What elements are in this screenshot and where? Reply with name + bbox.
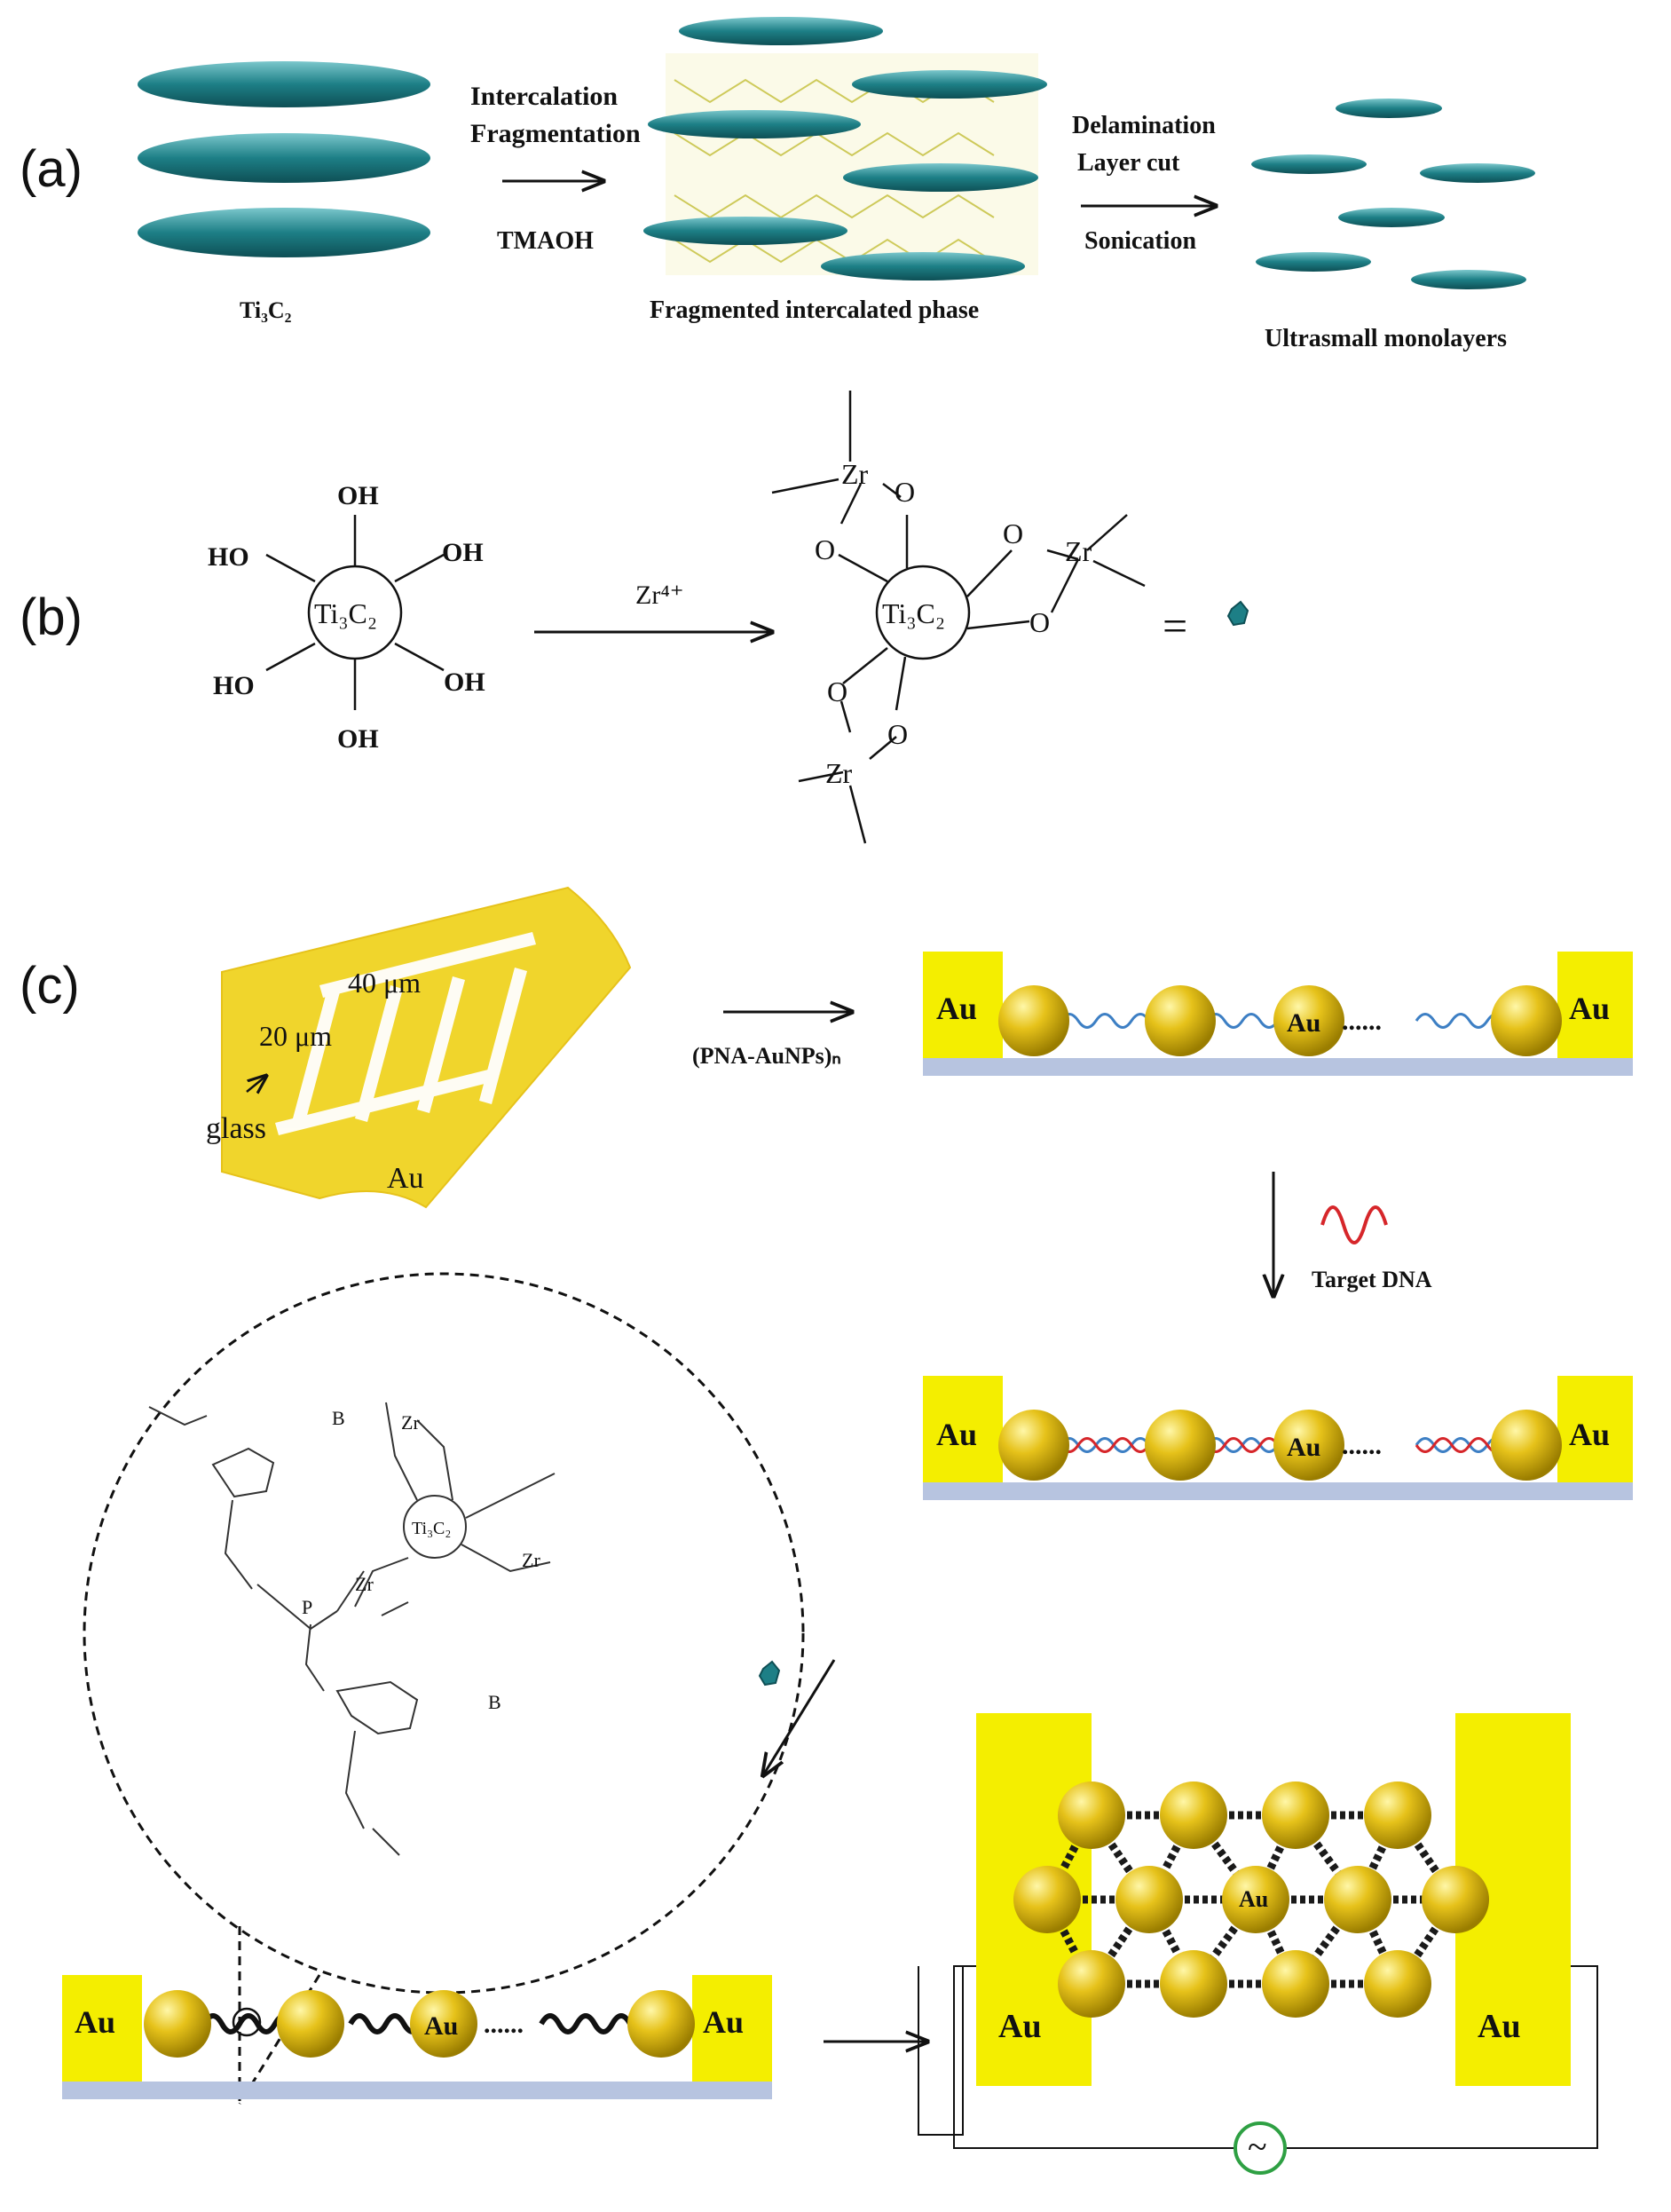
panel-c-label: (c)	[20, 957, 80, 1015]
zoom-base-upper: B	[332, 1407, 345, 1429]
mxene-crosslinked-assembly	[62, 1975, 772, 2099]
panel-b-label: (b)	[20, 589, 83, 646]
panel-a-label: (a)	[20, 140, 83, 198]
probe-au-right: Au	[1569, 991, 1610, 1026]
glass-pointer	[246, 1076, 266, 1092]
o-bottom-left: O	[827, 675, 847, 707]
hyb-au-np: Au	[1287, 1433, 1320, 1462]
ac-symbol: ~	[1248, 2127, 1267, 2167]
hyb-au-right: Au	[1569, 1417, 1610, 1452]
final-au-left: Au	[75, 2004, 115, 2040]
mxene-symbol-icon	[1226, 600, 1249, 627]
zoom-zr-top: Zr	[401, 1411, 420, 1434]
o-top-left: O	[815, 533, 835, 565]
step2-layercut: Layer cut	[1077, 149, 1180, 177]
intercalated-phase	[643, 17, 1047, 280]
ti3c2-stack	[138, 61, 430, 257]
step1-intercalation: Intercalation	[470, 82, 618, 111]
probe-reagent: (PNA-AuNPs)ₙ	[692, 1043, 841, 1069]
final-dots: ......	[484, 2010, 524, 2039]
electrode-chip	[221, 886, 632, 1209]
hyb-au-left: Au	[936, 1417, 977, 1452]
final-au-np: Au	[424, 2011, 458, 2041]
nanoparticle-network	[918, 1713, 1598, 2149]
ac-source-icon	[1234, 2121, 1287, 2175]
panel-a: (a) Ti₃C₂ Intercalation Fragmentation TM…	[20, 17, 1535, 352]
probe-dots: ......	[1342, 1007, 1382, 1036]
target-label: Target DNA	[1312, 1267, 1432, 1292]
zoom-core: Ti₃C₂	[412, 1519, 451, 1538]
zr-modified-ti3c2	[771, 391, 1146, 844]
core-label-left: Ti₃C₂	[314, 597, 377, 629]
intermediate-label: Fragmented intercalated phase	[650, 296, 979, 324]
step1-fragmentation: Fragmentation	[470, 119, 641, 148]
step2-delamination: Delamination	[1072, 112, 1216, 139]
zr-right: Zr	[1065, 535, 1092, 567]
step2-sonication: Sonication	[1084, 227, 1196, 255]
glass-label: glass	[206, 1112, 266, 1145]
oh-lower-right: OH	[444, 668, 485, 697]
mxene-symbol-icon-c	[758, 1660, 781, 1687]
zoom-base-lower: B	[488, 1691, 501, 1713]
zoom-p: P	[302, 1596, 312, 1618]
ho-upper-left: HO	[208, 542, 249, 572]
zr-reagent: Zr⁴⁺	[635, 581, 684, 610]
zoom-zr-center: Zr	[355, 1573, 374, 1595]
target-dna-icon	[1320, 1205, 1388, 1244]
chip-au-label: Au	[387, 1162, 424, 1195]
equals-sign: =	[1163, 601, 1187, 651]
monolayers	[1251, 99, 1535, 289]
gap-40um: 40 μm	[348, 967, 421, 999]
final-au-right: Au	[703, 2004, 744, 2040]
o-right-upper: O	[1003, 517, 1023, 549]
panel-b: (b) Ti₃C₂ OH OH HO HO OH OH Zr⁴⁺	[20, 391, 1249, 844]
hydroxylated-ti3c2	[265, 515, 445, 710]
network-au-np: Au	[1239, 1886, 1268, 1912]
core-label-right: Ti₃C₂	[882, 597, 945, 629]
network-au-left: Au	[998, 2008, 1042, 2045]
panel-c: (c) 40 μm 20 μm glass Au (PNA-AuNPs)ₙ	[20, 886, 1633, 2175]
zr-top: Zr	[841, 458, 869, 490]
o-top-right: O	[895, 476, 915, 508]
probe-au-left: Au	[936, 991, 977, 1026]
zr-bottom: Zr	[825, 757, 853, 789]
oh-bottom: OH	[337, 724, 379, 754]
oh-upper-right: OH	[442, 538, 484, 567]
o-bottom-right: O	[887, 718, 908, 750]
step1-tmaoh: TMAOH	[497, 227, 594, 255]
ho-lower-left: HO	[213, 671, 255, 700]
probe-assembly	[923, 952, 1633, 1076]
probe-au-np: Au	[1287, 1008, 1320, 1038]
hyb-dots: ......	[1342, 1431, 1382, 1460]
oh-top: OH	[337, 481, 379, 510]
o-right-lower: O	[1029, 606, 1050, 638]
zoom-zr-right: Zr	[522, 1549, 540, 1571]
hybridized-assembly	[923, 1376, 1633, 1500]
product-label: Ultrasmall monolayers	[1265, 325, 1507, 352]
network-au-right: Au	[1478, 2008, 1521, 2045]
mxene-arrow	[763, 1659, 836, 1775]
gap-20um: 20 μm	[259, 1020, 332, 1052]
ti3c2-label: Ti₃C₂	[240, 297, 292, 323]
